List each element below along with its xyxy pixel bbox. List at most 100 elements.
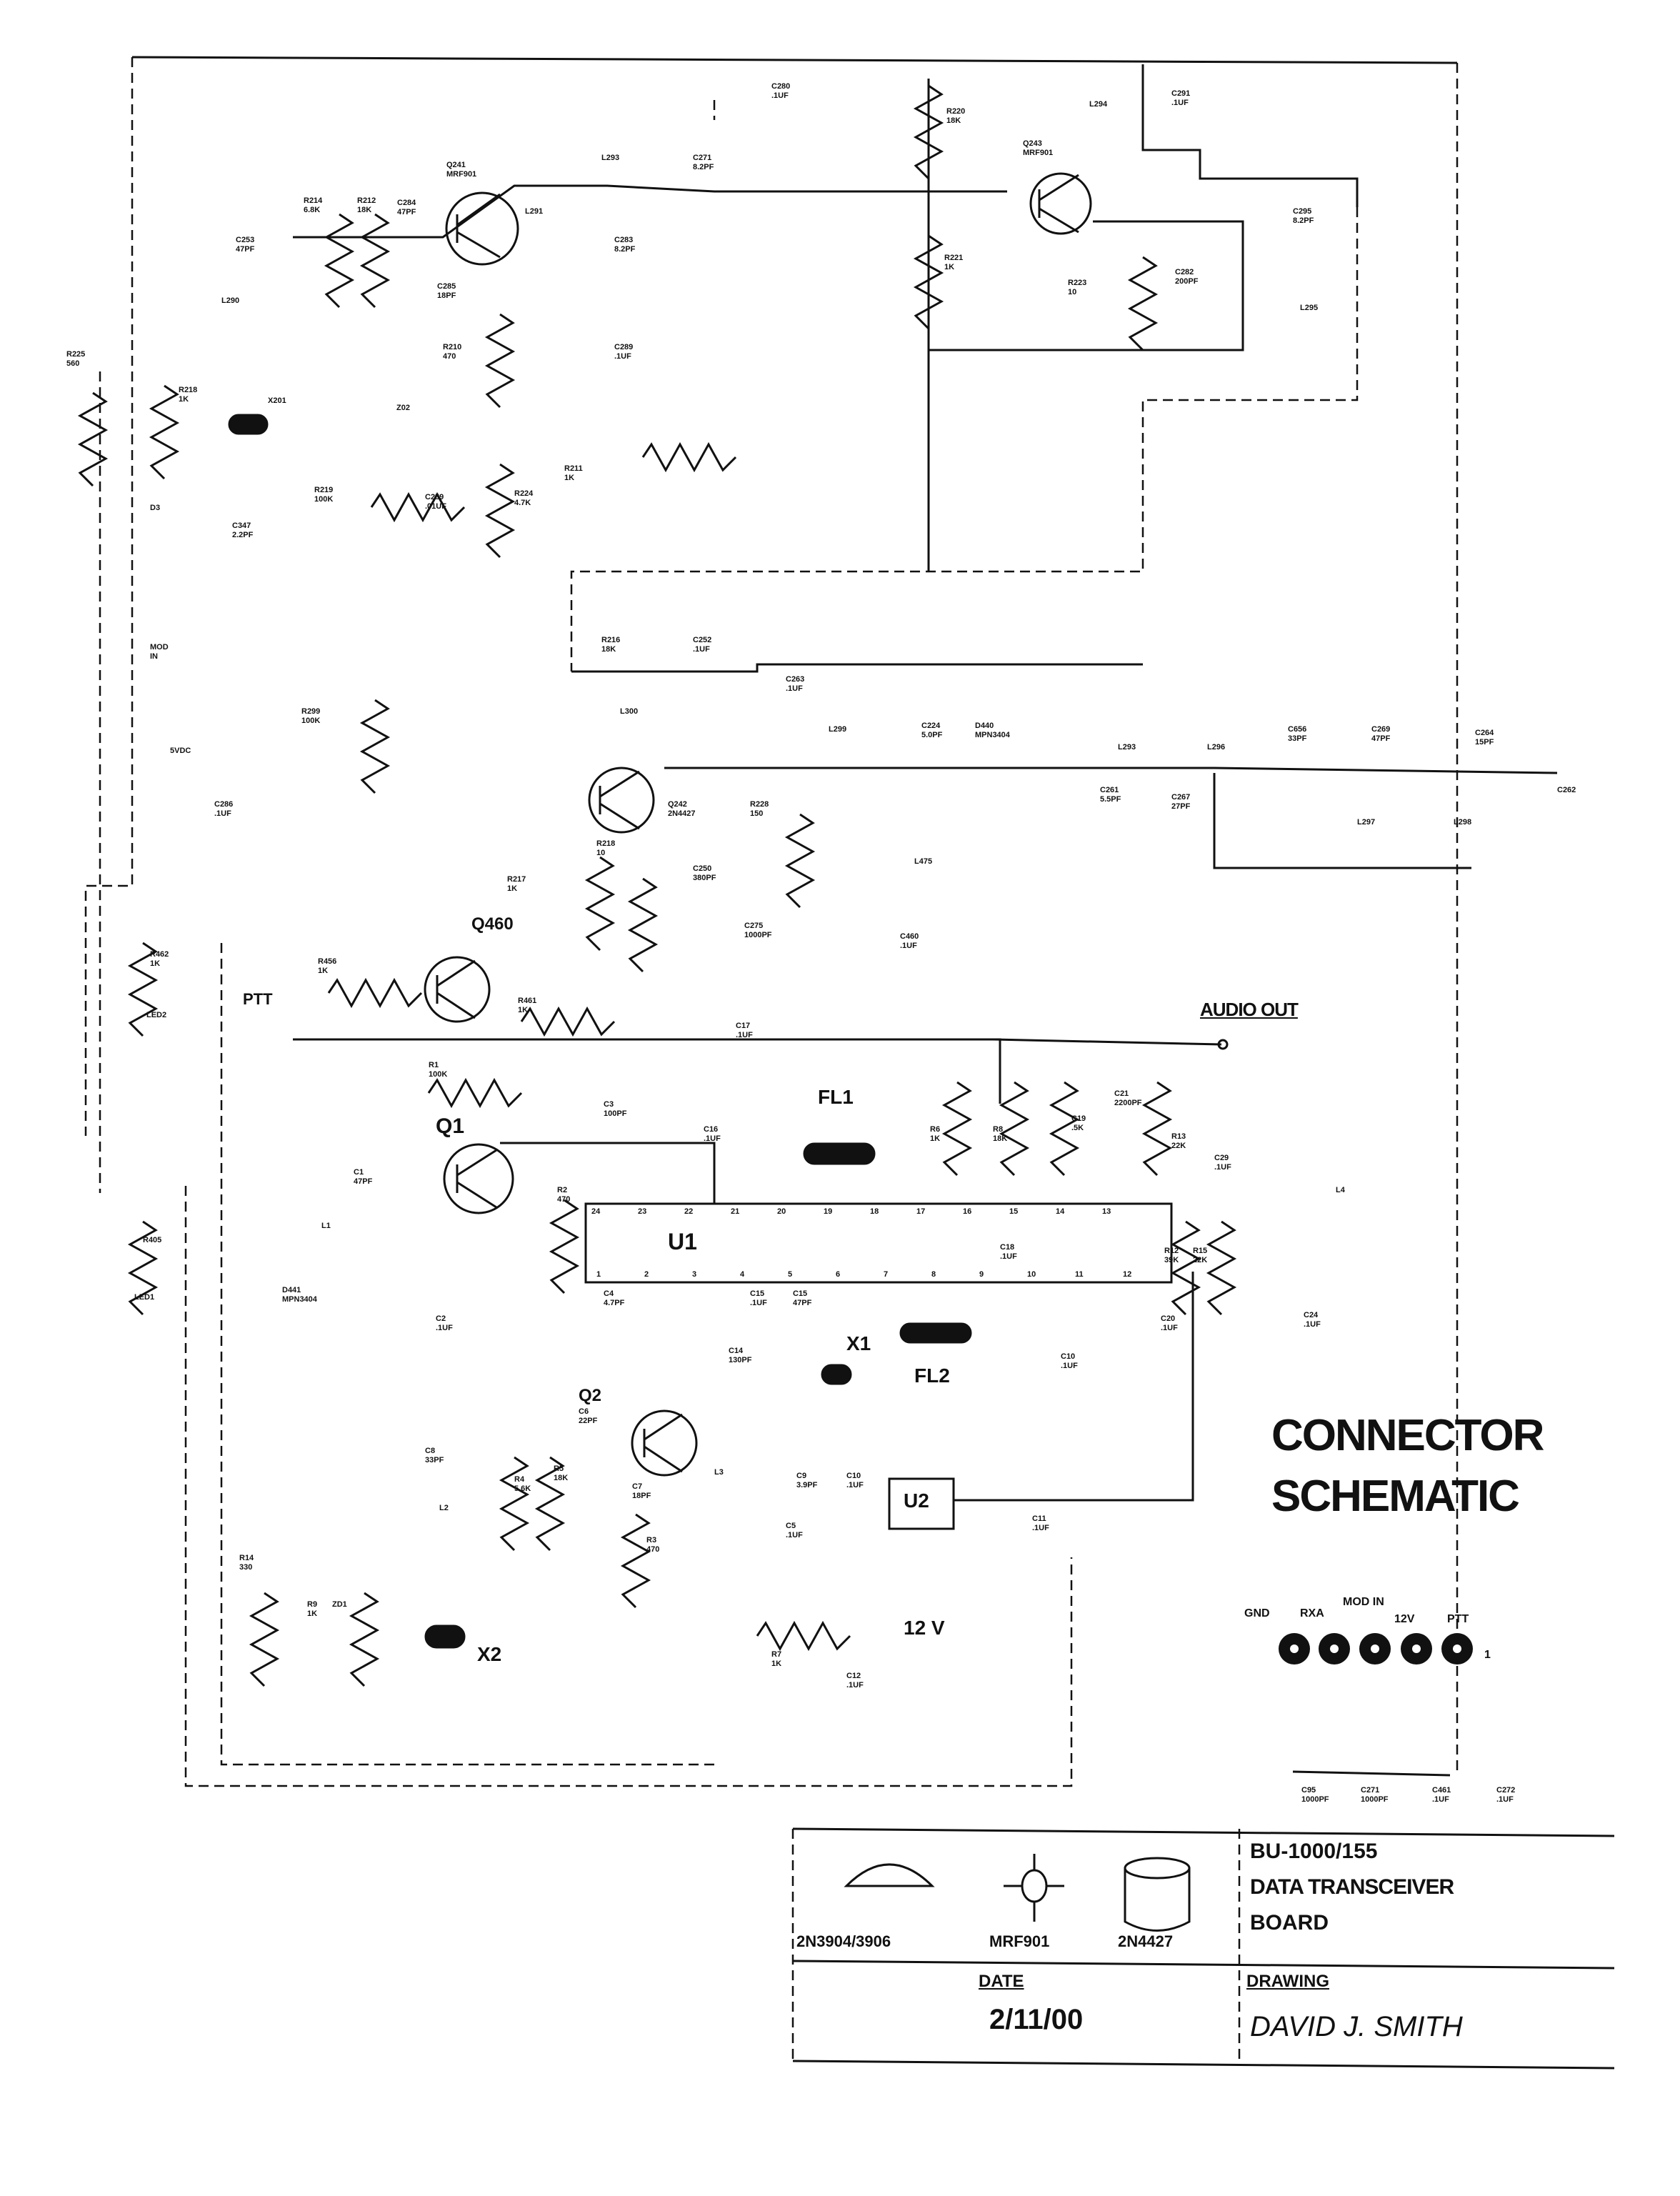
drawing-by: DAVID J. SMITH — [1250, 2011, 1463, 2042]
label-c264: C264 15PF — [1475, 729, 1494, 747]
connector-pin-label: GND — [1244, 1607, 1270, 1619]
label-r218b: R218 10 — [596, 839, 616, 857]
resistor-symbol — [249, 1592, 280, 1687]
u1-pin-top: 13 — [1102, 1207, 1111, 1216]
label-c286: C286 .1UF — [214, 800, 234, 818]
label-l300: L300 — [620, 707, 639, 716]
label-c4: C4 4.7PF — [604, 1289, 625, 1307]
label-l3: L3 — [714, 1468, 724, 1477]
board-name-line1: DATA TRANSCEIVER — [1250, 1875, 1454, 1899]
resistor-symbol — [484, 463, 516, 559]
label-l1: L1 — [321, 1222, 331, 1230]
label-c10b: C10 .1UF — [846, 1472, 864, 1489]
label-r8: R8 18K — [993, 1125, 1008, 1143]
resistor-symbol — [1049, 1081, 1080, 1177]
u1-pin-top: 19 — [824, 1207, 833, 1216]
label-l295: L295 — [1300, 304, 1319, 312]
label-r299: R299 100K — [301, 707, 321, 725]
label-r221: R221 1K — [944, 254, 964, 271]
label-c8: C8 33PF — [425, 1447, 444, 1464]
u1-ic-body — [584, 1202, 1173, 1284]
label-r217: R217 1K — [507, 875, 526, 893]
label-r214: R214 6.8K — [304, 196, 323, 214]
q460-label: Q460 — [471, 914, 514, 934]
bottom-rail-wire — [184, 1186, 1073, 1787]
resistors — [77, 84, 1237, 1687]
u1-pin-bottom: 4 — [740, 1270, 745, 1279]
label-c15b: C15 47PF — [793, 1289, 812, 1307]
x1-label: X1 — [846, 1332, 871, 1354]
resistor-symbol — [484, 313, 516, 409]
fl1-filter — [803, 1142, 876, 1165]
2n4427-package-icon — [1124, 1857, 1191, 1932]
u1-pin-bottom: 6 — [836, 1270, 841, 1279]
u1-pin-bottom: 10 — [1027, 1270, 1036, 1279]
label-zd1: ZD1 — [332, 1600, 347, 1609]
q460-transistor — [424, 956, 491, 1023]
label-c3: C3 100PF — [604, 1100, 627, 1118]
rf-return-wire — [570, 207, 1359, 672]
drawing-label: DRAWING — [1246, 1972, 1329, 1991]
left-rail-wire — [84, 57, 134, 1136]
resistor-symbol — [127, 1220, 159, 1316]
label-l294: L294 — [1089, 100, 1108, 109]
resistor-symbol — [620, 1513, 651, 1609]
package-2n4427-label: 2N4427 — [1118, 1932, 1174, 1950]
title-block-top-line — [792, 1827, 1615, 1837]
label-c269: C269 47PF — [1371, 725, 1391, 743]
resistor-symbol — [534, 1456, 566, 1552]
label-c29: C29 .1UF — [1214, 1154, 1231, 1172]
inner-bottom-rail — [220, 943, 714, 1766]
label-c5: C5 .1UF — [786, 1522, 803, 1539]
label-r212: R212 18K — [357, 196, 376, 214]
mod-in-label: MOD IN — [150, 643, 169, 661]
u2-label: U2 — [904, 1489, 929, 1512]
u1-pin-top: 22 — [684, 1207, 694, 1216]
label-c2: C2 .1UF — [436, 1314, 453, 1332]
date-value: 2/11/00 — [989, 2004, 1084, 2035]
q241-transistor — [445, 191, 519, 266]
label-c17: C17 .1UF — [736, 1022, 753, 1039]
u1-pin-bottom: 11 — [1075, 1270, 1084, 1279]
label-l293: L293 — [601, 154, 620, 162]
package-2n3904-label: 2N3904/3906 — [796, 1932, 891, 1950]
label-c250: C250 380PF — [693, 864, 716, 882]
label-r6: R6 1K — [930, 1125, 941, 1143]
label-c656: C656 33PF — [1288, 725, 1307, 743]
label-led2: LED2 — [146, 1011, 167, 1019]
resistor-symbol — [1206, 1220, 1237, 1316]
label-c285: C285 18PF — [437, 282, 456, 300]
connector-pin-hole — [1453, 1644, 1461, 1653]
label-l296: L296 — [1207, 743, 1226, 752]
label-r223: R223 10 — [1068, 279, 1087, 296]
label-q241: Q241 MRF901 — [446, 161, 477, 179]
label-l297: L297 — [1357, 818, 1376, 827]
u2-output-wire — [954, 1272, 1194, 1502]
label-led1: LED1 — [134, 1293, 155, 1302]
u1-pin-bottom: 9 — [979, 1270, 984, 1279]
connector-pin-hole — [1330, 1644, 1339, 1653]
label-r1: R1 100K — [429, 1061, 448, 1079]
label-r225: R225 560 — [66, 350, 86, 368]
label-c283: C283 8.2PF — [614, 236, 636, 254]
label-r14: R14 330 — [239, 1554, 254, 1572]
u1-pin-top: 23 — [638, 1207, 647, 1216]
resistor-symbol — [641, 441, 737, 473]
label-c282: C282 200PF — [1175, 268, 1199, 286]
label-c460: C460 .1UF — [900, 932, 919, 950]
q1-transistor — [443, 1143, 514, 1214]
label-c347: C347 2.2PF — [232, 521, 254, 539]
label-c275: C275 1000PF — [744, 922, 772, 939]
label-c261: C261 5.5PF — [1100, 786, 1121, 804]
label-r216: R216 18K — [601, 636, 621, 654]
x1-crystal — [821, 1364, 852, 1385]
label-r3: R3 470 — [646, 1536, 660, 1554]
x2-crystal — [424, 1624, 466, 1649]
label-r15: R15 22K — [1193, 1247, 1208, 1264]
connector-cap-ground-wire — [1292, 1770, 1451, 1777]
label-q242: Q242 2N4427 — [668, 800, 696, 818]
x201-crystal — [228, 414, 269, 435]
label-l298: L298 — [1454, 818, 1472, 827]
label-r228: R228 150 — [750, 800, 769, 818]
u2-ic-body — [888, 1477, 955, 1530]
